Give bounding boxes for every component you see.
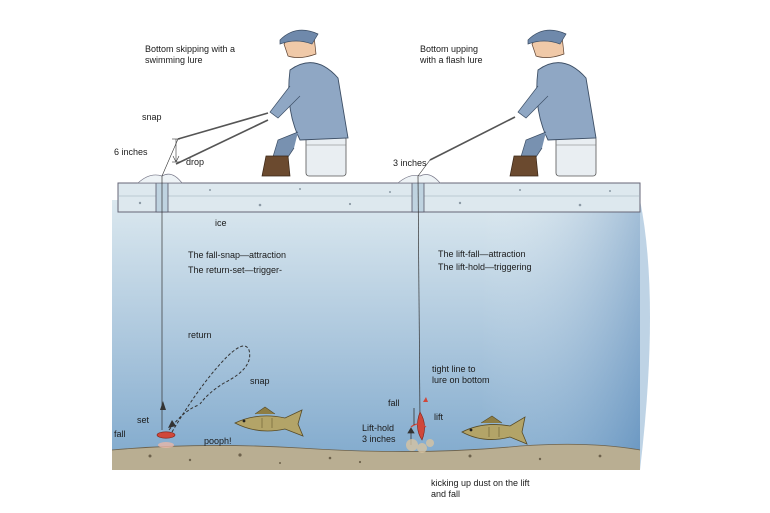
right-principle-1: The lift-fall—attraction bbox=[438, 249, 526, 259]
snap-label-bottom: snap bbox=[250, 376, 270, 386]
ice-label: ice bbox=[215, 218, 227, 228]
measure-marks bbox=[172, 138, 180, 163]
left-principle-2: The return-set—trigger- bbox=[188, 265, 283, 275]
set-label: set bbox=[137, 415, 150, 425]
right-principle-2: The lift-hold—triggering bbox=[438, 262, 532, 272]
left-caption: Bottom skipping with a swimming lure bbox=[145, 44, 236, 65]
drop-label: drop bbox=[186, 157, 205, 167]
dust-cloud bbox=[406, 439, 434, 453]
lift-hold-label: Lift-hold 3 inches bbox=[362, 423, 396, 444]
lake-bottom bbox=[111, 443, 641, 470]
angler-right bbox=[509, 29, 597, 177]
fall-label-left: fall bbox=[114, 429, 126, 439]
left-principle-1: The fall-snap—attraction bbox=[188, 250, 287, 260]
three-inches-label: 3 inches bbox=[393, 158, 427, 168]
snap-label-top: snap bbox=[142, 112, 162, 122]
swimming-lure bbox=[156, 431, 176, 448]
angler-left bbox=[261, 29, 349, 177]
fall-label-right: fall bbox=[388, 398, 400, 408]
snap-arrow-icon bbox=[160, 401, 166, 410]
return-label: return bbox=[188, 330, 212, 340]
right-caption: Bottom upping with a flash lure bbox=[420, 44, 483, 65]
poof-label: pooph! bbox=[204, 436, 232, 446]
walleye-fish-left bbox=[234, 406, 304, 437]
walleye-fish-right bbox=[461, 415, 528, 445]
six-inches-label: 6 inches bbox=[114, 147, 148, 157]
lift-label: lift bbox=[434, 412, 443, 422]
water bbox=[112, 200, 650, 470]
tight-line-label: tight line to lure on bottom bbox=[432, 364, 490, 385]
flash-lure bbox=[410, 397, 428, 441]
dust-label: kicking up dust on the lift and fall bbox=[431, 478, 530, 499]
ice-slab bbox=[117, 173, 641, 213]
fishing-lines bbox=[161, 112, 516, 430]
lure-path-arrow bbox=[168, 345, 251, 433]
